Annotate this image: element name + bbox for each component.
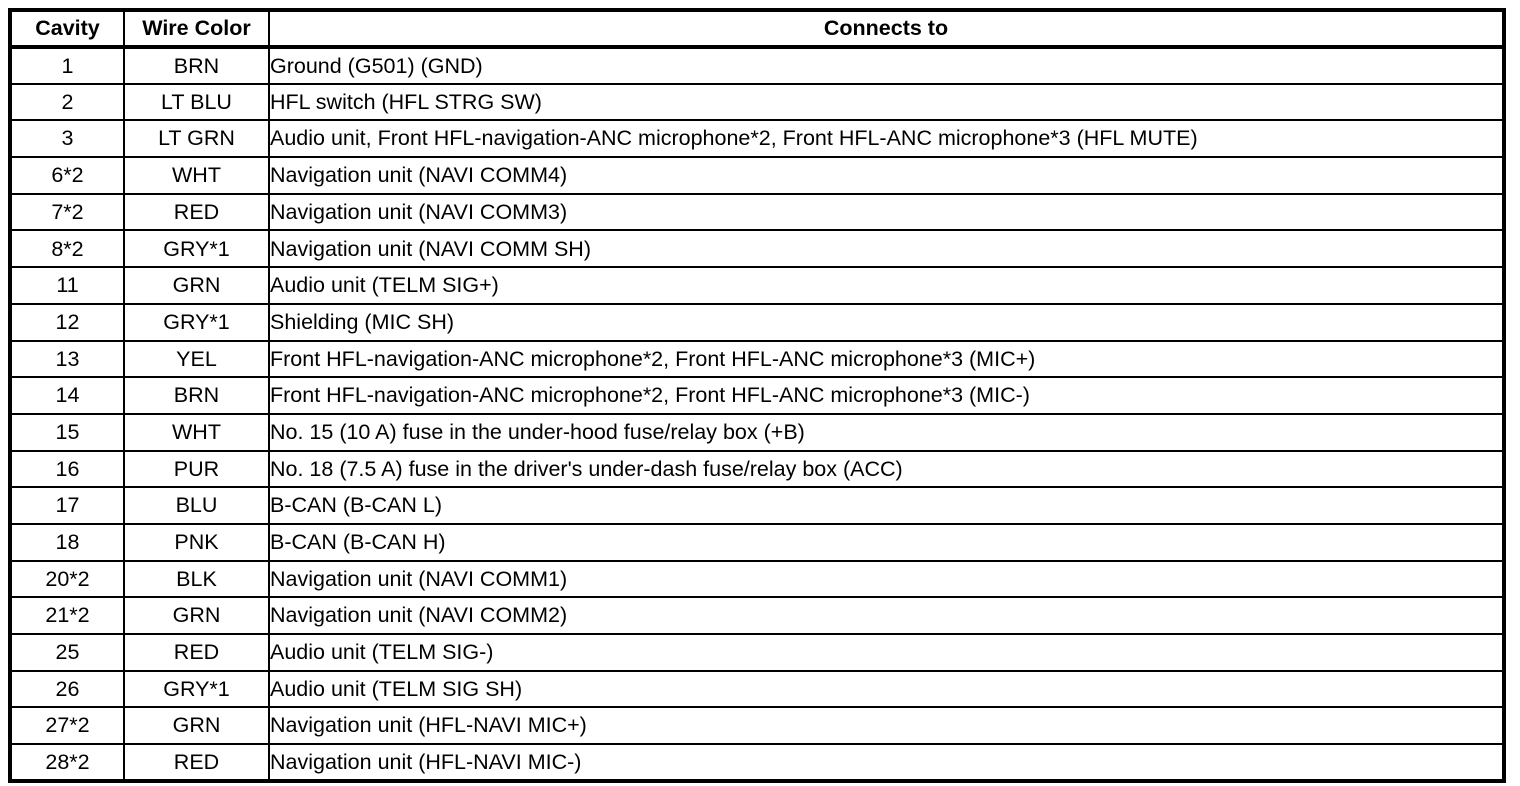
cell-wire-color: RED [123,192,270,232]
cell-connects-to: HFL switch (HFL STRG SW) [268,82,1504,122]
cell-connects-to: B-CAN (B-CAN L) [268,486,1504,525]
table-header: Cavity Wire Color Connects to [10,9,1504,49]
cell-cavity: 1 [10,47,125,85]
cell-cavity: 18 [10,522,125,562]
cell-cavity: 17 [10,486,125,525]
column-header-connects-to: Connects to [268,9,1504,49]
cell-connects-to: Front HFL-navigation-ANC microphone*2, F… [268,339,1504,379]
cell-cavity: 14 [10,376,125,415]
cell-connects-to: No. 18 (7.5 A) fuse in the driver's unde… [268,449,1504,489]
cell-connects-to: Audio unit, Front HFL-navigation-ANC mic… [268,119,1504,159]
cell-connects-to: No. 15 (10 A) fuse in the under-hood fus… [268,412,1504,452]
cell-connects-to: Audio unit (TELM SIG-) [268,633,1504,672]
cell-wire-color: GRN [123,596,270,635]
cell-wire-color: WHT [123,156,270,195]
cell-connects-to: Audio unit (TELM SIG SH) [268,669,1504,709]
column-header-wire-color: Wire Color [123,9,270,49]
cell-cavity: 3 [10,119,125,159]
cell-connects-to: Navigation unit (NAVI COMM3) [268,192,1504,232]
cell-cavity: 20*2 [10,559,125,599]
cell-cavity: 15 [10,412,125,452]
cell-wire-color: GRY*1 [123,302,270,342]
cell-connects-to: Navigation unit (NAVI COMM4) [268,156,1504,195]
cell-wire-color: BLU [123,486,270,525]
cell-cavity: 27*2 [10,706,125,746]
column-header-cavity: Cavity [10,9,125,49]
cell-wire-color: PUR [123,449,270,489]
cell-wire-color: BLK [123,559,270,599]
cell-cavity: 6*2 [10,156,125,195]
cell-wire-color: WHT [123,412,270,452]
cell-cavity: 26 [10,669,125,709]
cell-wire-color: RED [123,743,270,781]
cell-connects-to: Navigation unit (NAVI COMM1) [268,559,1504,599]
cell-wire-color: LT BLU [123,82,270,122]
cell-connects-to: Navigation unit (NAVI COMM2) [268,596,1504,635]
cell-cavity: 21*2 [10,596,125,635]
cell-connects-to: Navigation unit (HFL-NAVI MIC+) [268,706,1504,746]
cell-connects-to: Navigation unit (HFL-NAVI MIC-) [268,743,1504,781]
cell-cavity: 13 [10,339,125,379]
cell-connects-to: Shielding (MIC SH) [268,302,1504,342]
cell-wire-color: BRN [123,47,270,85]
cell-wire-color: PNK [123,522,270,562]
cell-cavity: 8*2 [10,229,125,269]
cell-connects-to: Navigation unit (NAVI COMM SH) [268,229,1504,269]
cell-wire-color: GRY*1 [123,669,270,709]
cell-connects-to: Audio unit (TELM SIG+) [268,266,1504,305]
cell-wire-color: LT GRN [123,119,270,159]
cell-wire-color: BRN [123,376,270,415]
cell-cavity: 11 [10,266,125,305]
cell-cavity: 7*2 [10,192,125,232]
cell-cavity: 25 [10,633,125,672]
cell-connects-to: Front HFL-navigation-ANC microphone*2, F… [268,376,1504,415]
cell-cavity: 12 [10,302,125,342]
cell-wire-color: GRY*1 [123,229,270,269]
cell-wire-color: YEL [123,339,270,379]
cell-cavity: 16 [10,449,125,489]
cell-connects-to: B-CAN (B-CAN H) [268,522,1504,562]
cell-wire-color: GRN [123,266,270,305]
cell-wire-color: RED [123,633,270,672]
cell-connects-to: Ground (G501) (GND) [268,47,1504,85]
cell-wire-color: GRN [123,706,270,746]
cell-cavity: 2 [10,82,125,122]
header-row: Cavity Wire Color Connects to [10,9,1504,49]
cell-cavity: 28*2 [10,743,125,781]
